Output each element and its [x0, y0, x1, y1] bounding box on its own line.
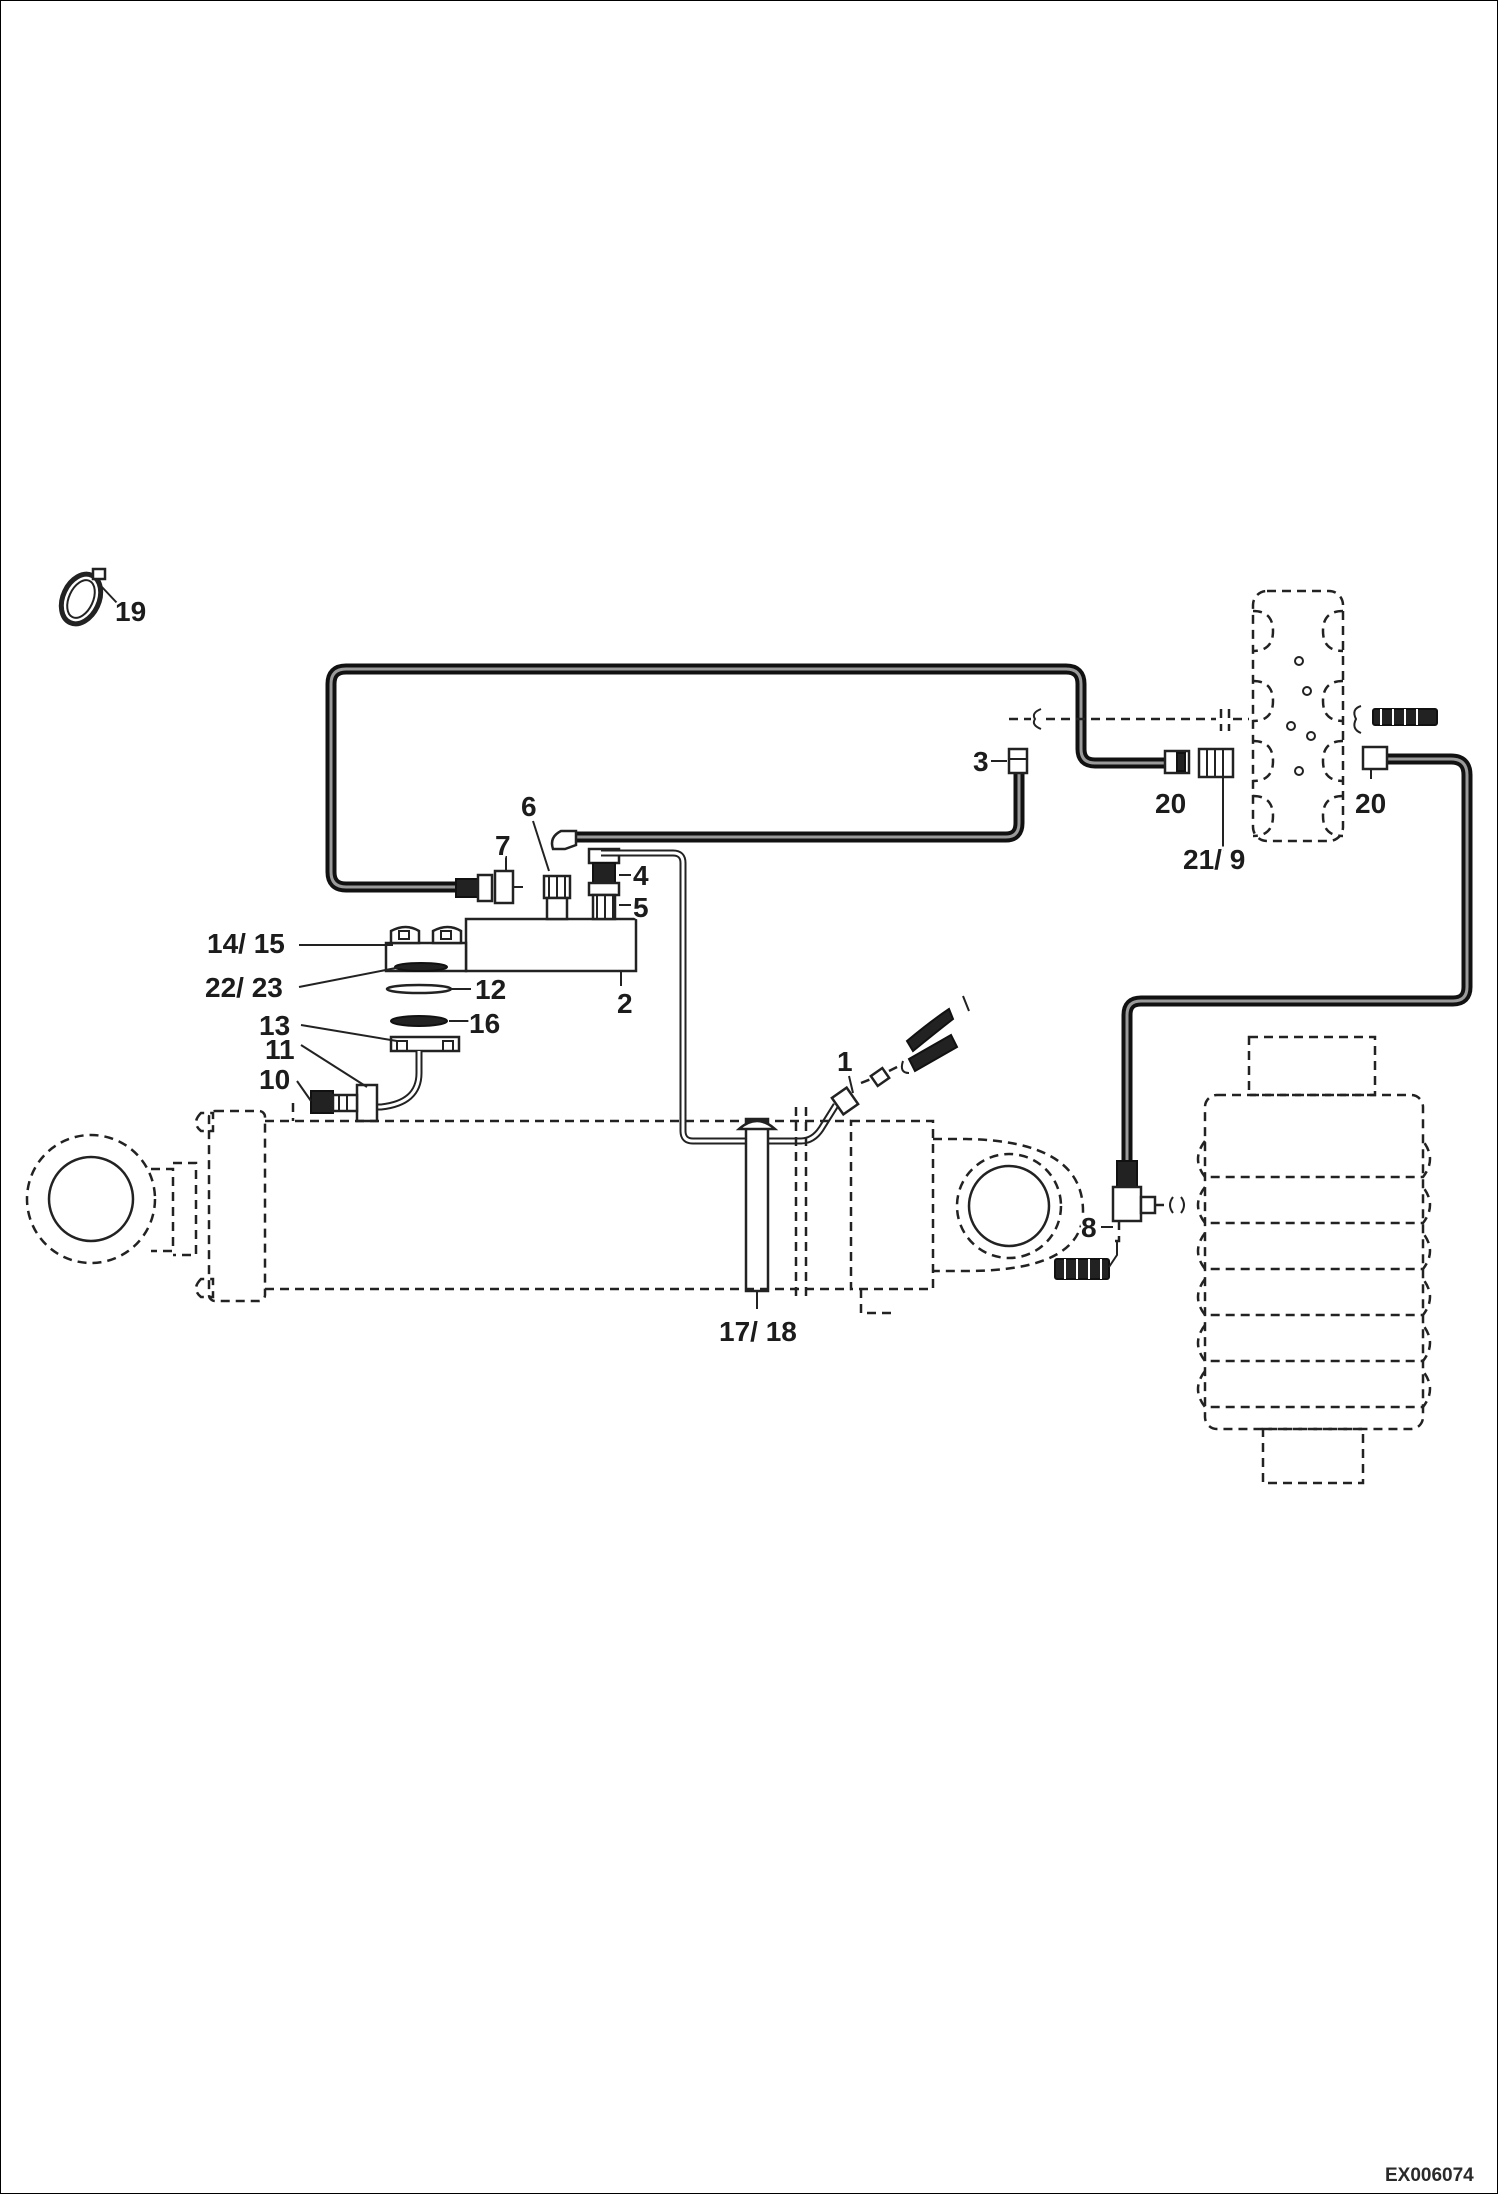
fitting-10: [291, 1090, 359, 1121]
callout-19: 19: [115, 596, 146, 627]
hydraulic-cylinder-outline: [25, 1107, 1085, 1315]
callout-17-18: 17/ 18: [719, 1316, 797, 1347]
control-valve-outline: [1251, 589, 1438, 843]
left-leader-lines: [296, 944, 471, 1102]
callout-21-9: 21/ 9: [1183, 844, 1245, 875]
fitting-20-right: [1361, 745, 1389, 779]
fitting-4-5: [587, 847, 631, 921]
callout-22-23: 22/ 23: [205, 972, 283, 1003]
fitting-6: [532, 820, 578, 921]
hose-right-to-8: [1121, 753, 1473, 1167]
callout-4: 4: [633, 860, 649, 891]
steel-pipe-lower: [731, 1103, 839, 1145]
elbow-fitting-11: [355, 1051, 423, 1123]
fitting-21-9: [1197, 747, 1235, 851]
dashed-return-line: [1009, 708, 1249, 731]
fitting-7: [455, 856, 523, 905]
fitting-3: [991, 747, 1029, 775]
seal-12: [385, 983, 453, 995]
callout-14-15: 14/ 15: [207, 928, 285, 959]
callout-6: 6: [521, 791, 537, 822]
callout-3: 3: [973, 746, 989, 777]
callout-20-right: 20: [1355, 788, 1386, 819]
swivel-joint-outline: [1196, 1035, 1432, 1485]
callout-8: 8: [1081, 1212, 1097, 1243]
callout-13: 13: [259, 1010, 290, 1041]
flange-13: [389, 1035, 461, 1053]
callout-10: 10: [259, 1064, 290, 1095]
drawing-code: EX006074: [1385, 2165, 1474, 2186]
hose-6-to-3: [570, 755, 1025, 843]
fitting-8: [1054, 1160, 1185, 1280]
hose-upper-loop: [325, 663, 1177, 893]
callout-11: 11: [265, 1034, 295, 1065]
seal-22-23: [394, 962, 448, 972]
hose-clamp-icon: [58, 567, 118, 627]
fitting-1: [830, 995, 970, 1117]
callout-1: 1: [837, 1046, 853, 1077]
callout-20-left: 20: [1155, 788, 1186, 819]
callout-7: 7: [495, 830, 511, 861]
callout-12: 12: [475, 974, 506, 1005]
steel-pipe-upper: [601, 849, 731, 1145]
callout-16: 16: [469, 1008, 500, 1039]
seal-16: [390, 1015, 448, 1027]
callout-5: 5: [633, 892, 649, 923]
pipe-clamp-17-18: [735, 1117, 779, 1309]
fitting-20-left: [1163, 749, 1191, 775]
manifold-block: [384, 917, 638, 986]
callout-2: 2: [617, 988, 633, 1019]
